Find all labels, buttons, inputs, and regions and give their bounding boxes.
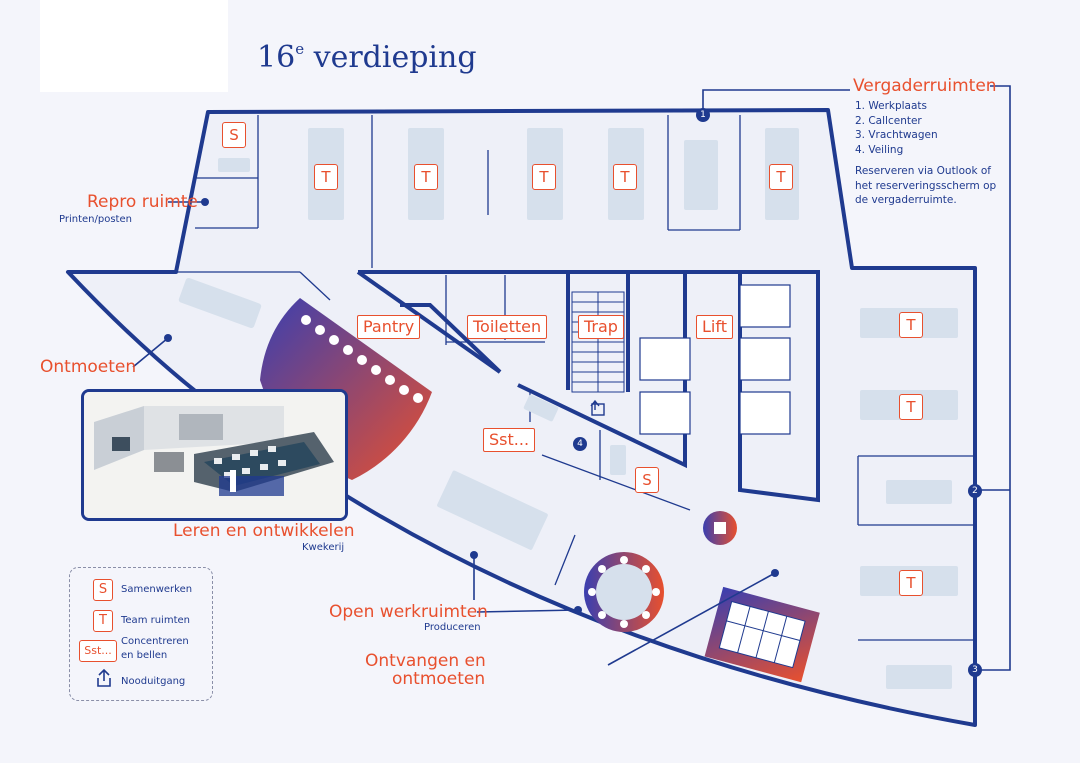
team-ruimte-badge: T — [899, 312, 923, 338]
sst-room-label: Sst... — [483, 428, 536, 452]
samenwerken-badge: S — [222, 122, 246, 148]
emergency-exit-icon — [590, 399, 605, 416]
open-werkruimten-sublabel: Produceren — [424, 622, 481, 633]
team-ruimte-badge: T — [899, 394, 923, 420]
team-ruimte-badge: T — [532, 164, 556, 190]
legend: S Samenwerken T Team ruimten Sst... Conc… — [69, 567, 213, 701]
reservation-note-line: Reserveren via Outlook of — [855, 165, 991, 177]
reservation-note: Reserveren via Outlook of het reserverin… — [855, 164, 996, 208]
vergaderruimte-item: 1. Werkplaats — [855, 100, 928, 112]
lift-shafts — [639, 284, 791, 435]
open-werkruimten-label: Open werkruimten — [329, 602, 488, 622]
floor-title: 16e verdieping — [257, 40, 477, 75]
meeting-room-marker: 2 — [968, 484, 982, 498]
legend-sst-key: Sst... — [79, 640, 117, 662]
reception-lounge — [704, 586, 820, 683]
meeting-room-marker: 4 — [573, 437, 587, 451]
team-ruimte-badge: T — [613, 164, 637, 190]
legend-concentreren-label2: en bellen — [121, 650, 168, 661]
pantry-room-label: Pantry — [357, 315, 421, 339]
repro-sublabel: Printen/posten — [59, 214, 132, 225]
vergaderruimten-title: Vergaderruimten — [853, 76, 997, 96]
callout-dots — [164, 198, 779, 614]
team-ruimte-badge: T — [414, 164, 438, 190]
vergaderruimten-list: 1. Werkplaats 2. Callcenter 3. Vrachtwag… — [855, 99, 938, 157]
training-chairs — [301, 315, 423, 403]
leren-sublabel: Kwekerij — [302, 542, 345, 553]
vergaderruimte-item: 2. Callcenter — [855, 114, 922, 127]
desk-clusters — [178, 128, 958, 689]
reservation-note-line: de vergaderruimte. — [855, 194, 957, 206]
pillar-core — [714, 522, 726, 534]
repro-label: Repro ruimte — [87, 192, 198, 212]
emergency-exit-icon — [97, 668, 111, 687]
legend-concentreren-label: Concentreren — [121, 636, 189, 647]
training-room-illustration — [84, 392, 345, 518]
legend-team-label: Team ruimten — [121, 615, 190, 626]
blank-area — [40, 0, 228, 92]
training-room-photo — [81, 389, 348, 521]
round-table-chairs — [588, 556, 660, 628]
vergaderruimte-item: 4. Veiling — [855, 143, 904, 156]
leren-label: Leren en ontwikkelen — [173, 521, 355, 541]
team-ruimte-badge: T — [769, 164, 793, 190]
ontvangen-label-line2: ontmoeten — [392, 669, 486, 689]
reservation-note-line: het reserveringsscherm op — [855, 179, 997, 192]
legend-nooduitgang-label: Nooduitgang — [121, 676, 186, 687]
team-ruimte-badge: T — [899, 570, 923, 596]
toiletten-room-label: Toiletten — [467, 315, 548, 339]
samenwerken-badge: S — [635, 467, 659, 493]
trap-room-label: Trap — [578, 315, 624, 339]
meeting-room-marker: 1 — [696, 108, 710, 122]
building-outline — [66, 108, 977, 727]
ontmoeten-label: Ontmoeten — [40, 357, 137, 377]
legend-t-key: T — [93, 610, 113, 632]
vergaderruimte-item: 3. Vrachtwagen — [855, 129, 938, 141]
round-table — [596, 564, 652, 620]
legend-s-key: S — [93, 579, 113, 601]
team-ruimte-badge: T — [314, 164, 338, 190]
legend-samenwerken-label: Samenwerken — [121, 584, 193, 595]
meeting-room-marker: 3 — [968, 663, 982, 677]
ontvangen-label-line1: Ontvangen en — [365, 651, 486, 671]
lift-room-label: Lift — [696, 315, 733, 339]
